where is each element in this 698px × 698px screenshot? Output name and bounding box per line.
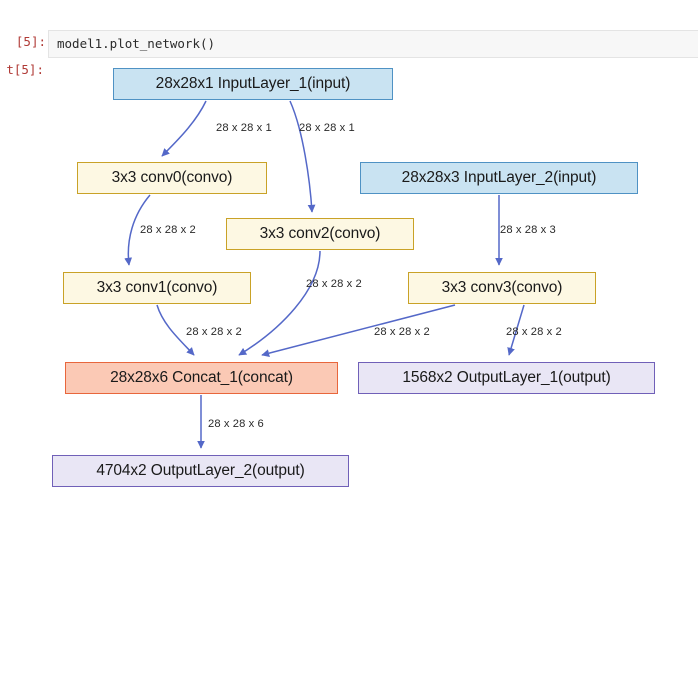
node-conv2[interactable]: 3x3 conv2(convo) xyxy=(226,218,414,250)
notebook-code-cell: [5]: model1.plot_network() xyxy=(0,30,698,58)
edge-label-input1-conv2: 28 x 28 x 1 xyxy=(299,122,355,134)
edge-conv2-concat1 xyxy=(238,250,321,356)
edge-label-conv2-concat1: 28 x 28 x 2 xyxy=(306,278,362,290)
edge-label-conv0-conv1: 28 x 28 x 2 xyxy=(140,224,196,236)
input-prompt: [5]: xyxy=(15,34,46,49)
node-conv0[interactable]: 3x3 conv0(convo) xyxy=(77,162,267,194)
edge-label-conv3-concat1: 28 x 28 x 2 xyxy=(374,326,430,338)
output-prompt: t[5]: xyxy=(6,62,44,77)
edge-input1-conv2 xyxy=(289,100,316,213)
node-output-layer-2[interactable]: 4704x2 OutputLayer_2(output) xyxy=(52,455,349,487)
code-text: model1.plot_network() xyxy=(57,36,216,51)
node-concat-1[interactable]: 28x28x6 Concat_1(concat) xyxy=(65,362,338,394)
node-output-layer-1[interactable]: 1568x2 OutputLayer_1(output) xyxy=(358,362,655,394)
node-input-layer-2[interactable]: 28x28x3 InputLayer_2(input) xyxy=(360,162,638,194)
node-conv3[interactable]: 3x3 conv3(convo) xyxy=(408,272,596,304)
edge-label-input2-conv3: 28 x 28 x 3 xyxy=(500,224,556,236)
node-conv1[interactable]: 3x3 conv1(convo) xyxy=(63,272,251,304)
node-input-layer-1[interactable]: 28x28x1 InputLayer_1(input) xyxy=(113,68,393,100)
edge-label-conv3-output1: 28 x 28 x 2 xyxy=(506,326,562,338)
edge-label-input1-conv0: 28 x 28 x 1 xyxy=(216,122,272,134)
code-editor[interactable]: model1.plot_network() xyxy=(48,30,698,58)
edge-label-concat1-output2: 28 x 28 x 6 xyxy=(208,418,264,430)
edge-label-conv1-concat1: 28 x 28 x 2 xyxy=(186,326,242,338)
edge-input1-conv0 xyxy=(161,100,207,157)
